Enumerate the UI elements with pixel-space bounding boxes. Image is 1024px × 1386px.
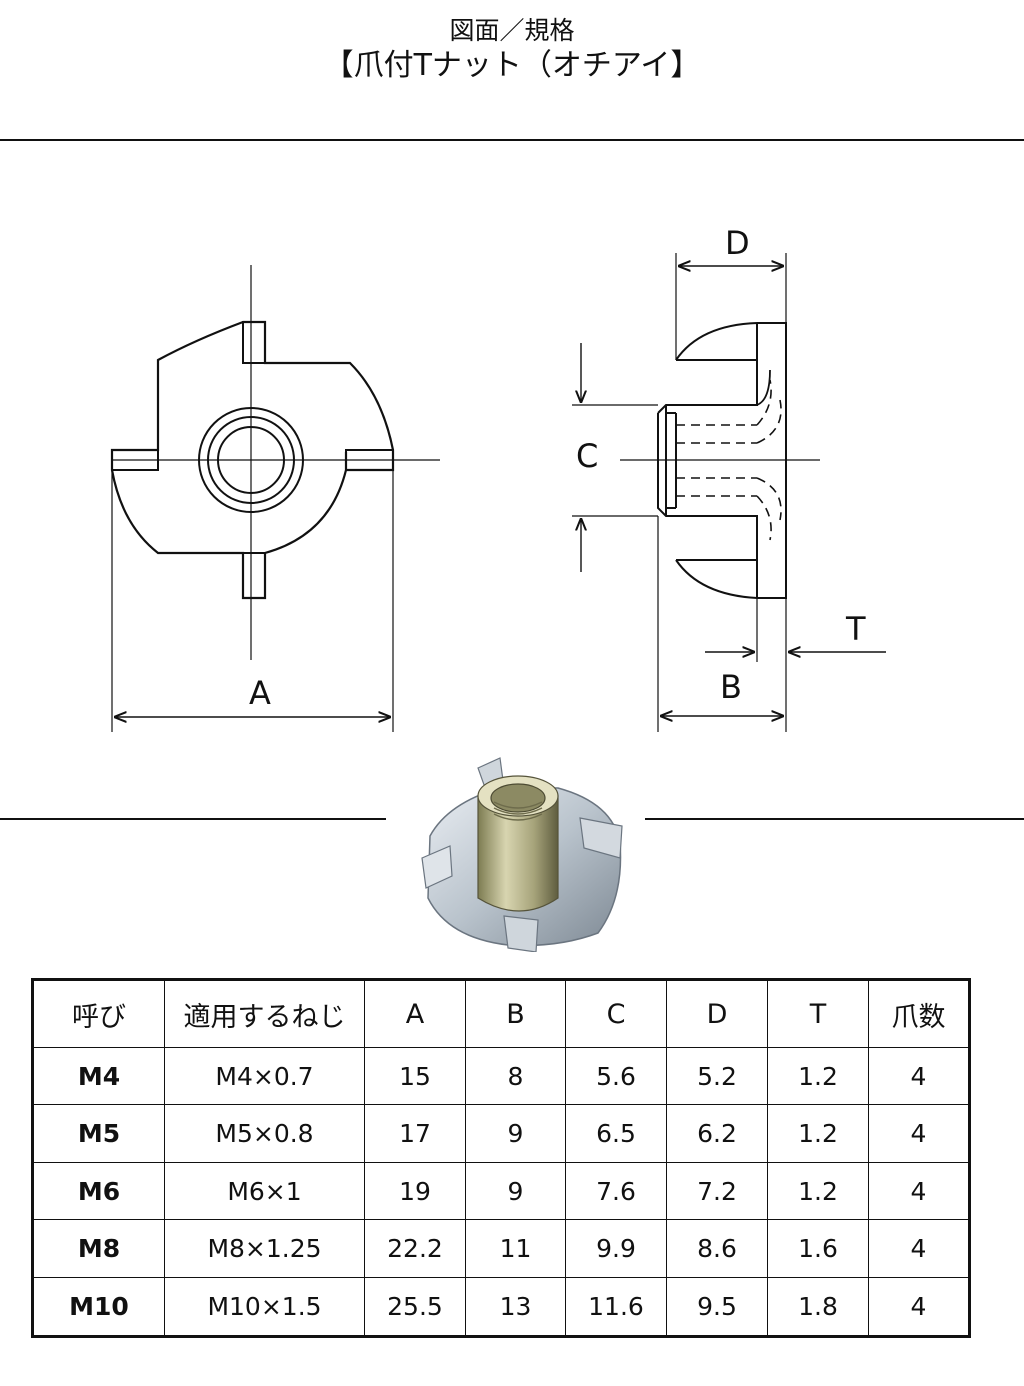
cell-nominal: M5 bbox=[32, 1104, 165, 1163]
header-t: T bbox=[767, 979, 869, 1048]
table-row: M8 M8×1.25 22.2 11 9.9 8.6 1.6 4 bbox=[32, 1219, 970, 1278]
table-row: M5 M5×0.8 17 9 6.5 6.2 1.2 4 bbox=[32, 1104, 970, 1163]
cell-thread: M4×0.7 bbox=[164, 1046, 365, 1106]
claw-left bbox=[111, 449, 159, 471]
table-row: M10 M10×1.5 25.5 13 11.6 9.5 1.8 4 bbox=[32, 1276, 970, 1338]
hub-outer-circle bbox=[198, 407, 304, 513]
label-c: C bbox=[576, 437, 598, 475]
cell-a: 25.5 bbox=[364, 1276, 466, 1338]
label-b: B bbox=[720, 668, 742, 706]
cell-b: 13 bbox=[465, 1276, 566, 1338]
cell-d: 7.2 bbox=[666, 1161, 768, 1221]
header-b: B bbox=[465, 979, 566, 1048]
cell-thread: M10×1.5 bbox=[164, 1276, 365, 1338]
label-t: T bbox=[845, 610, 866, 648]
cell-b: 9 bbox=[465, 1104, 566, 1163]
table-header-row: 呼び 適用するねじ A B C D T 爪数 bbox=[32, 979, 970, 1048]
claw-top bbox=[242, 321, 266, 364]
header-thread: 適用するねじ bbox=[164, 979, 365, 1048]
header-c: C bbox=[565, 979, 667, 1048]
cell-claws: 4 bbox=[868, 1046, 970, 1106]
header-a: A bbox=[364, 979, 466, 1048]
cell-thread: M5×0.8 bbox=[164, 1104, 365, 1163]
cell-t: 1.2 bbox=[767, 1104, 869, 1163]
cell-nominal: M10 bbox=[32, 1276, 165, 1338]
cell-b: 11 bbox=[465, 1219, 566, 1278]
cell-t: 1.2 bbox=[767, 1161, 869, 1221]
right-divider bbox=[645, 818, 1024, 820]
header-claws: 爪数 bbox=[868, 979, 970, 1048]
cell-claws: 4 bbox=[868, 1161, 970, 1221]
cell-thread: M6×1 bbox=[164, 1161, 365, 1221]
upper-claw bbox=[675, 322, 758, 361]
hub-middle-circle bbox=[207, 416, 295, 504]
cell-c: 11.6 bbox=[565, 1276, 667, 1338]
technical-drawing: A D C T bbox=[110, 224, 886, 732]
side-view bbox=[572, 253, 886, 732]
product-photo bbox=[421, 757, 623, 952]
cell-nominal: M4 bbox=[32, 1046, 165, 1106]
page-title: 【爪付Tナット（オチアイ】 bbox=[323, 48, 701, 83]
cell-c: 9.9 bbox=[565, 1219, 667, 1278]
label-d: D bbox=[725, 224, 750, 262]
front-view bbox=[110, 265, 440, 732]
cell-claws: 4 bbox=[868, 1219, 970, 1278]
lower-claw bbox=[675, 559, 758, 599]
cell-c: 7.6 bbox=[565, 1161, 667, 1221]
cell-c: 6.5 bbox=[565, 1104, 667, 1163]
cell-nominal: M8 bbox=[32, 1219, 165, 1278]
header-nominal: 呼び bbox=[32, 979, 165, 1048]
spec-table: 呼び 適用するねじ A B C D T 爪数 M4 M4×0.7 15 8 5.… bbox=[31, 978, 971, 1338]
cell-d: 5.2 bbox=[666, 1046, 768, 1106]
cell-t: 1.8 bbox=[767, 1276, 869, 1338]
header-d: D bbox=[666, 979, 768, 1048]
hub-bore-circle bbox=[217, 426, 285, 494]
claw-bottom bbox=[242, 552, 266, 599]
label-a: A bbox=[249, 674, 271, 712]
cell-a: 15 bbox=[364, 1046, 466, 1106]
cell-d: 9.5 bbox=[666, 1276, 768, 1338]
left-divider bbox=[0, 818, 386, 820]
cell-thread: M8×1.25 bbox=[164, 1219, 365, 1278]
cell-d: 6.2 bbox=[666, 1104, 768, 1163]
top-divider bbox=[0, 139, 1024, 141]
cell-a: 22.2 bbox=[364, 1219, 466, 1278]
cell-t: 1.2 bbox=[767, 1046, 869, 1106]
cell-c: 5.6 bbox=[565, 1046, 667, 1106]
cell-claws: 4 bbox=[868, 1104, 970, 1163]
cell-b: 8 bbox=[465, 1046, 566, 1106]
table-row: M4 M4×0.7 15 8 5.6 5.2 1.2 4 bbox=[32, 1046, 970, 1106]
cell-nominal: M6 bbox=[32, 1161, 165, 1221]
claw-right bbox=[345, 449, 394, 471]
cell-a: 19 bbox=[364, 1161, 466, 1221]
page-subtitle: 図面／規格 bbox=[449, 16, 575, 45]
cell-t: 1.6 bbox=[767, 1219, 869, 1278]
table-row: M6 M6×1 19 9 7.6 7.2 1.2 4 bbox=[32, 1161, 970, 1221]
cell-a: 17 bbox=[364, 1104, 466, 1163]
cell-b: 9 bbox=[465, 1161, 566, 1221]
cell-d: 8.6 bbox=[666, 1219, 768, 1278]
cell-claws: 4 bbox=[868, 1276, 970, 1338]
